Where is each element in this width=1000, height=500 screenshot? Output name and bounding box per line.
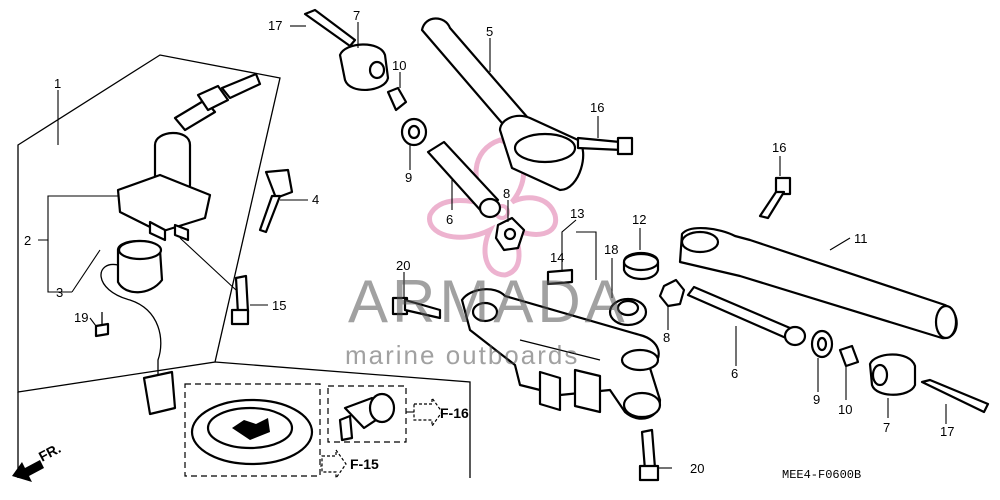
callout-9-upper: 9 [405, 170, 412, 185]
callout-8-right: 8 [663, 330, 670, 345]
callout-6-right: 6 [731, 366, 738, 381]
callout-17-right: 17 [940, 424, 954, 439]
f16-arrow-icon [413, 396, 443, 428]
washer-14 [546, 268, 574, 286]
collar-10-upper [386, 86, 408, 112]
ignition-keys [173, 72, 262, 132]
callout-8-upper: 8 [503, 186, 510, 201]
callout-17-upper: 17 [268, 18, 282, 33]
bolt-17-upper [303, 8, 357, 48]
weight-rod-6-upper [426, 140, 502, 219]
spare-key [258, 168, 294, 234]
bolt-17-right [920, 378, 990, 414]
callout-15: 15 [272, 298, 286, 313]
top-bridge [460, 288, 662, 420]
ignition-switch-body [116, 131, 212, 242]
callout-20-left: 20 [396, 258, 410, 273]
bolt-16-right [758, 176, 792, 220]
callout-7-right: 7 [883, 420, 890, 435]
reference-f16: F-16 [440, 405, 469, 421]
collar-10-right [838, 344, 860, 368]
callout-13: 13 [570, 206, 584, 221]
nut-8-right [658, 278, 686, 308]
handlebar-5-left [420, 17, 585, 192]
nut-8-upper [494, 216, 526, 252]
bolt-15 [230, 274, 250, 326]
front-direction-arrow-icon [12, 460, 44, 482]
lock-cylinder-dashed-box [327, 385, 407, 443]
callout-2: 2 [24, 233, 31, 248]
ignition-cover [190, 398, 314, 466]
reference-f15: F-15 [350, 456, 379, 472]
watermark-tagline: marine outboards [345, 340, 579, 370]
callout-11: 11 [854, 231, 868, 246]
callout-16-right: 16 [772, 140, 786, 155]
ignition-switch-lower [100, 239, 177, 416]
bar-end-weight-7-right [868, 353, 917, 396]
bolt-20-left [391, 296, 442, 320]
diagram-code: MEE4-F0600B [782, 468, 861, 482]
callout-1: 1 [54, 76, 61, 91]
weight-rod-6-right [686, 285, 807, 347]
callout-3: 3 [56, 285, 63, 300]
callout-5: 5 [486, 24, 493, 39]
screw-19 [94, 312, 110, 338]
callout-20-lower: 20 [690, 461, 704, 476]
callout-16-left: 16 [590, 100, 604, 115]
callout-10-upper: 10 [392, 58, 406, 73]
callout-19: 19 [74, 310, 88, 325]
callout-10-right: 10 [838, 402, 852, 417]
callout-18: 18 [604, 242, 618, 257]
lock-cylinder [338, 392, 396, 442]
rubber-9-upper [400, 117, 428, 147]
bar-end-weight-7-upper [338, 43, 390, 92]
bolt-20-lower [638, 428, 660, 482]
ignition-cover-dashed-box [184, 383, 321, 477]
callout-6-upper: 6 [446, 212, 453, 227]
callout-7-upper: 7 [353, 8, 360, 23]
leader-lines [38, 22, 947, 469]
callout-9-right: 9 [813, 392, 820, 407]
callout-4: 4 [312, 192, 319, 207]
stem-nut-18 [608, 297, 648, 327]
callout-14: 14 [550, 250, 564, 265]
f15-arrow-icon [321, 448, 347, 480]
grommet-12 [622, 251, 660, 281]
handlebar-11-right [678, 227, 958, 340]
assembly-1-dashed-outline [17, 54, 471, 478]
watermark-brand: ARMADA [348, 268, 629, 335]
rubber-9-right [810, 329, 834, 359]
bolt-16-left [576, 136, 634, 156]
callout-12: 12 [632, 212, 646, 227]
